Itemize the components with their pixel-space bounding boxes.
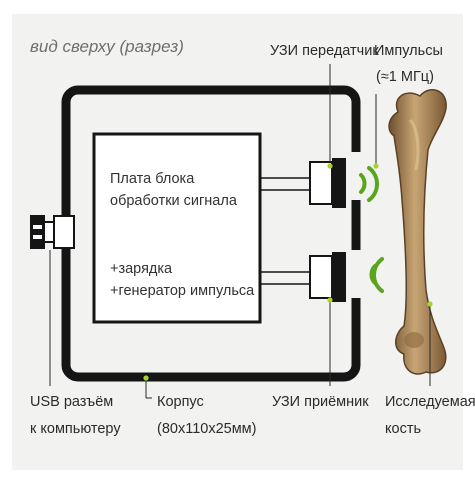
transmitter-wires (260, 177, 310, 191)
transmitter-label: УЗИ передатчик (270, 43, 379, 59)
board-label-line3: +зарядка (110, 261, 173, 277)
bone-label: Исследуемая (385, 394, 475, 410)
board-label-line4: +генератор импульса (110, 283, 255, 299)
receiver-wires (260, 271, 310, 285)
board-label-line2: обработки сигнала (110, 193, 237, 209)
receiver-transducer (309, 252, 346, 302)
usb-connector (30, 215, 75, 249)
usb-label: USB разъём (30, 394, 114, 410)
outgoing-pulse-waves (359, 166, 379, 202)
view-title: вид сверху (разрез) (30, 37, 184, 56)
usb-label-line2: к компьютеру (30, 421, 121, 437)
pulses-label: Импульсы (374, 43, 443, 59)
leader-markers (143, 163, 433, 381)
bone-illustration (388, 89, 447, 375)
bone-label-line2: кость (385, 421, 422, 437)
housing-window-top (348, 152, 364, 200)
pulses-frequency-label: (≈1 МГц) (376, 69, 434, 85)
housing-size-label: (80х110х25мм) (157, 421, 257, 437)
housing-label: Корпус (157, 394, 204, 410)
leader-lines (49, 64, 431, 399)
incoming-pulse-waves (369, 257, 384, 293)
transmitter-transducer (309, 158, 346, 208)
receiver-label: УЗИ приёмник (272, 394, 369, 410)
signal-board (92, 132, 262, 324)
housing-window-bottom (348, 250, 364, 298)
board-label-line1: Плата блока (110, 171, 195, 187)
